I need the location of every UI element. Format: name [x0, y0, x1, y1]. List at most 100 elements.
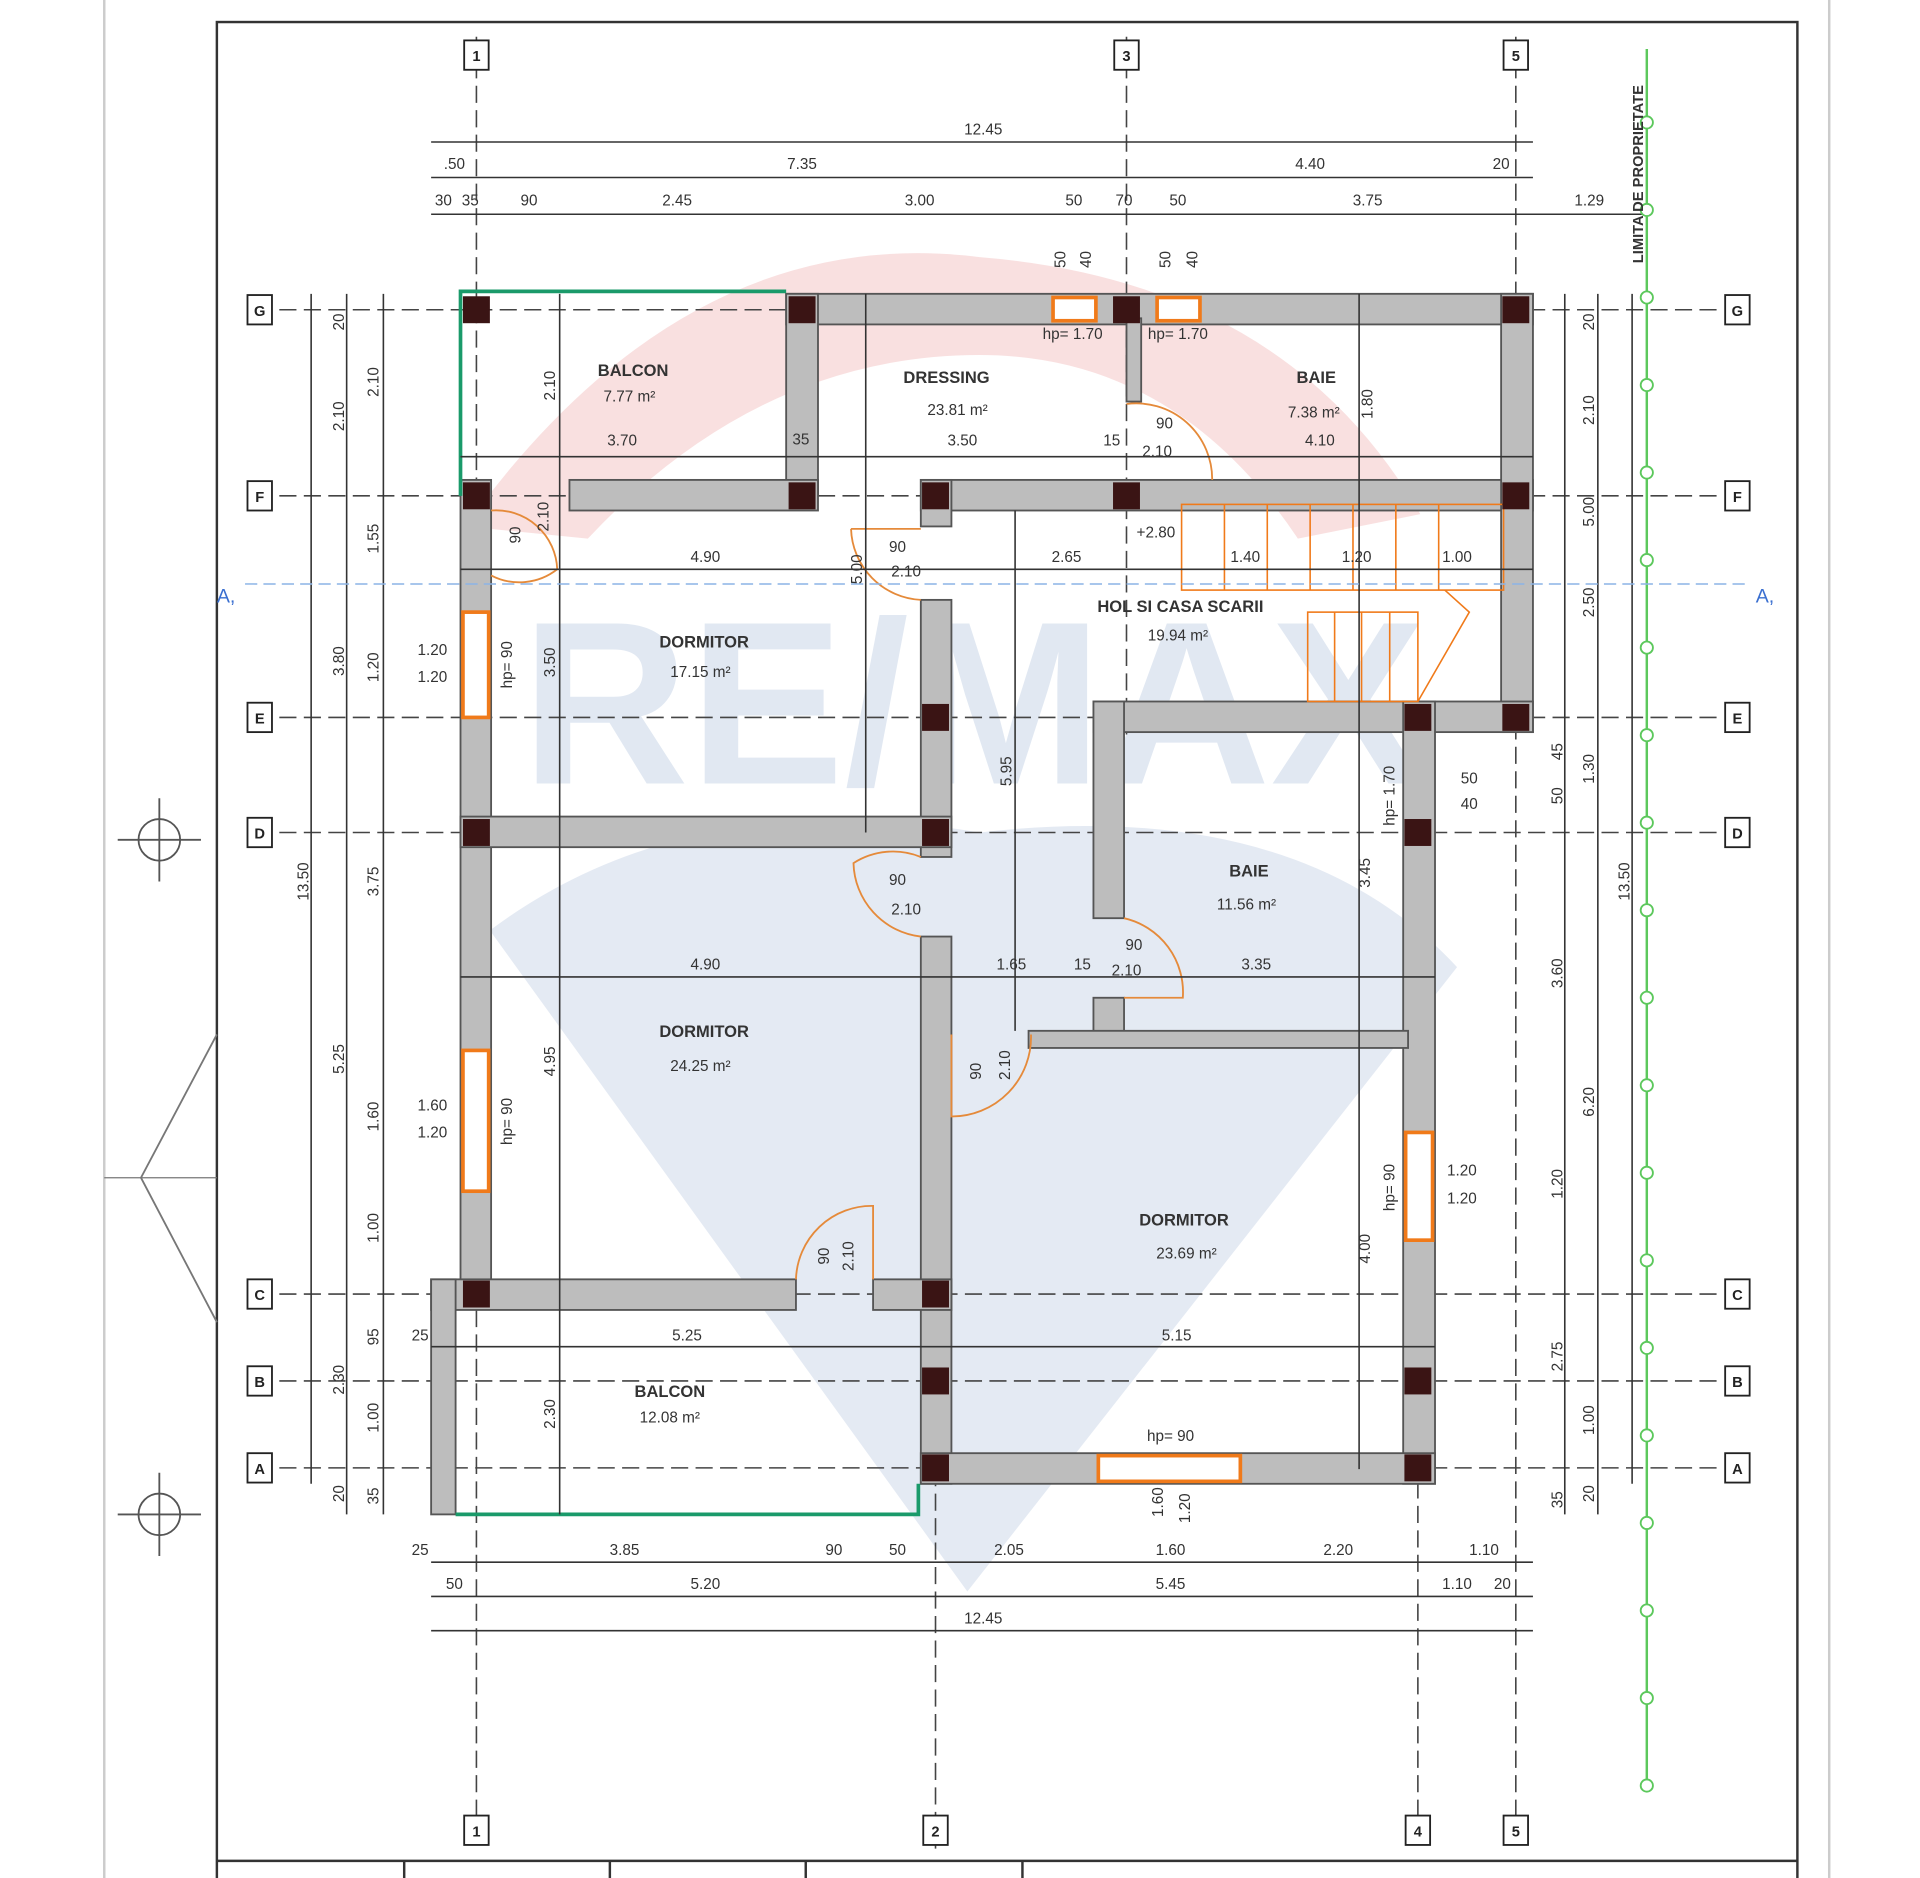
dimension-label: 7.35	[787, 156, 817, 173]
dimension-label: 3.50	[948, 433, 978, 450]
property-marker	[1639, 1165, 1654, 1180]
property-marker	[1639, 1253, 1654, 1268]
structural-column	[462, 1280, 490, 1308]
grid-bubble	[1404, 1814, 1432, 1846]
room-name: DRESSING	[903, 368, 989, 387]
dimension-label: 1.00	[1442, 549, 1472, 566]
property-marker	[1639, 1603, 1654, 1618]
dimension-label: 1.20	[417, 669, 447, 686]
grid-bubble	[1113, 39, 1140, 71]
property-marker	[1639, 1515, 1654, 1531]
grid-bubble	[1724, 1452, 1751, 1484]
dimension-label: 90	[968, 1063, 985, 1080]
dimension-label: 2.20	[1323, 1542, 1353, 1559]
room-area: 7.38 m²	[1288, 404, 1340, 421]
dimension-label: 3.00	[905, 193, 935, 210]
dimension-label: 90	[1156, 415, 1173, 432]
room-area: 7.77 m²	[604, 389, 656, 406]
room-name: DORMITOR	[1139, 1210, 1229, 1229]
property-marker	[1639, 903, 1654, 918]
property-line-label: LIMITA DE PROPRIETATE	[1631, 85, 1647, 263]
dimension-label: 5.15	[1162, 1328, 1192, 1345]
dimension-label: 2.10	[536, 502, 553, 532]
grid-bubble-label: 5	[1512, 49, 1520, 65]
property-line: LIMITA DE PROPRIETATE	[1631, 48, 1654, 1793]
windows	[461, 295, 1435, 1484]
structural-column	[462, 482, 490, 510]
dimension-label: 12.45	[964, 122, 1002, 139]
balcony-railings	[455, 289, 921, 1517]
grid-bubble-label: 3	[1122, 49, 1130, 65]
structural-column	[1404, 1367, 1432, 1395]
grid-bubble	[463, 1814, 490, 1846]
grid-bubble	[246, 1365, 273, 1397]
grid-bubble	[1724, 1365, 1751, 1397]
dimension-label: 1.20	[417, 642, 447, 659]
dimension-label: 3.70	[607, 433, 637, 450]
structural-column	[788, 482, 816, 510]
grid-bubble	[246, 294, 273, 326]
room-labels: BALCON 7.77 m² DRESSING 23.81 m² BAIE 7.…	[598, 361, 1340, 1427]
dimension-label: 90	[889, 539, 906, 556]
dimension-label: 50	[1169, 193, 1186, 210]
dimension-label: 5.95	[998, 756, 1015, 786]
grid-bubble-label: D	[254, 827, 265, 843]
grid-bubble-label: B	[1732, 1375, 1743, 1391]
dimension-label: 4.40	[1295, 156, 1325, 173]
structural-columns	[462, 296, 1530, 1482]
dimension-label: 1.60	[1156, 1542, 1186, 1559]
dimension-label: 1.00	[365, 1213, 382, 1243]
dimension-label: 1.20	[417, 1124, 447, 1141]
dimension-label: 2.10	[891, 902, 921, 919]
dimension-label: 2.65	[1052, 549, 1082, 566]
property-marker	[1639, 990, 1654, 1005]
title-block	[216, 1859, 1798, 1878]
structural-column	[1502, 703, 1530, 731]
dimension-label: 5.45	[1156, 1576, 1186, 1593]
structural-column	[922, 1280, 949, 1308]
grid-bubble	[1724, 1278, 1751, 1310]
section-line-a: A, A,	[217, 583, 1774, 607]
dimension-label: 20	[331, 313, 348, 330]
structural-column	[922, 819, 949, 846]
dimension-label: 2.10	[365, 367, 382, 397]
dimension-label: 2.10	[840, 1241, 857, 1271]
property-marker	[1639, 728, 1654, 743]
dimension-label: 4.00	[1357, 1234, 1374, 1264]
property-marker	[1639, 465, 1654, 480]
dimension-label: 1.60	[1150, 1487, 1167, 1517]
dimension-label: 2.10	[997, 1050, 1014, 1080]
door-swings	[490, 402, 1214, 1280]
room-name: DORMITOR	[659, 1022, 749, 1041]
grid-bubble-label: G	[1732, 304, 1743, 320]
grid-bubble-label: 1	[472, 1824, 480, 1840]
dimension-label: 1.55	[365, 524, 382, 554]
grid-bubble	[1502, 39, 1529, 71]
grid-bubble-label: F	[1733, 490, 1742, 506]
dimension-label: 1.00	[365, 1403, 382, 1433]
staircase	[1180, 503, 1505, 703]
property-marker	[1639, 640, 1654, 655]
dimension-label: 50	[1461, 771, 1478, 788]
room-name: BAIE	[1297, 368, 1336, 387]
grid-bubble-label: A	[1732, 1462, 1743, 1478]
remax-watermark: RE/MAX	[465, 253, 1458, 1592]
grid-bubble-label: 4	[1414, 1824, 1423, 1840]
dimension-label: 50	[889, 1542, 906, 1559]
dimension-label: 5.25	[672, 1328, 702, 1345]
grid-bubble-label: 1	[472, 49, 480, 65]
structural-column	[1113, 296, 1140, 324]
dimension-label: 1.60	[417, 1097, 447, 1114]
dimension-label: 25	[412, 1328, 429, 1345]
dimension-label: 70	[1116, 193, 1133, 210]
dimension-label: 3.80	[331, 646, 348, 676]
dimension-label: 90	[889, 872, 906, 889]
room-area: 17.15 m²	[670, 664, 730, 681]
dimension-label: 1.10	[1442, 1576, 1472, 1593]
dimension-label: 2.10	[891, 564, 921, 581]
room-name: DORMITOR	[659, 633, 749, 652]
dimension-label: 90	[1125, 937, 1142, 954]
dimension-label: 40	[1461, 796, 1478, 813]
dimension-label: 1.10	[1469, 1542, 1499, 1559]
